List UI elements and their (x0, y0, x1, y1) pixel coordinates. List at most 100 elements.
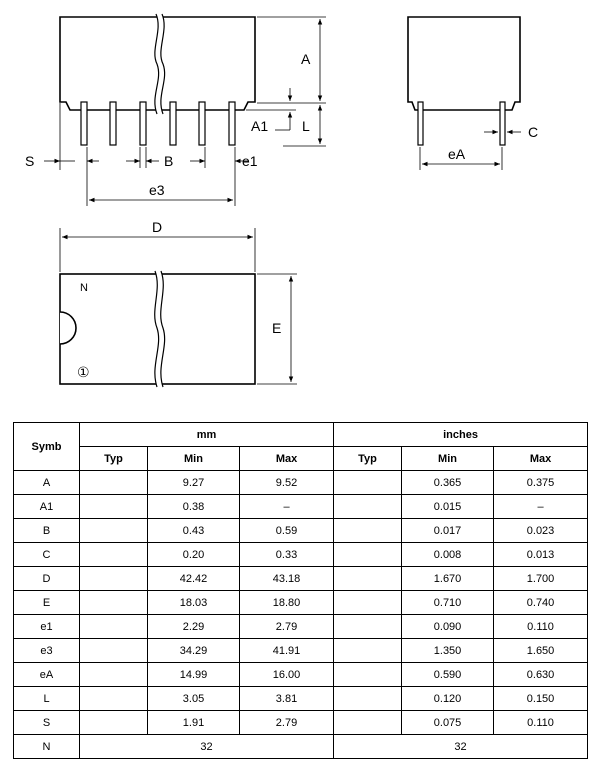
cell-in-max: 0.150 (493, 686, 589, 711)
front-pins (80, 101, 236, 146)
cell-mm-min: 9.27 (147, 470, 240, 495)
cell-in-typ (333, 662, 403, 687)
label-L: L (302, 118, 310, 134)
cell-in-min: 0.120 (401, 686, 495, 711)
side-pin-left (417, 101, 424, 146)
cell-mm-min: 1.91 (147, 710, 240, 735)
cell-symb: L (13, 686, 80, 711)
cell-mm-typ (79, 662, 148, 687)
cell-mm-typ (79, 470, 148, 495)
header-inches: inches (333, 422, 589, 447)
cell-mm-max: 0.59 (238, 518, 335, 543)
dim-eA: eA (419, 146, 503, 170)
cell-symb: B (13, 518, 80, 543)
cell-mm-min: 0.43 (147, 518, 240, 543)
header-in-min: Min (401, 446, 495, 471)
cell-in-typ (333, 638, 403, 663)
cell-mm-max: 16.00 (238, 662, 335, 687)
cell-mm-min: 34.29 (147, 638, 240, 663)
cell-mm-typ (79, 542, 148, 567)
header-mm-min: Min (147, 446, 240, 471)
dimensions-table: Symb mm inches Typ Min Max Typ Min Max A… (13, 422, 589, 759)
cell-mm-max: 2.79 (238, 710, 335, 735)
cell-in-max: – (493, 494, 589, 519)
cell-mm-max: 2.79 (238, 614, 335, 639)
cell-in-typ (333, 590, 403, 615)
cell-symb: e3 (13, 638, 80, 663)
label-A1: A1 (251, 118, 268, 134)
header-in-typ: Typ (333, 446, 403, 471)
table-row-N: N 32 32 (13, 734, 589, 759)
cell-mm-count: 32 (78, 734, 335, 759)
cell-in-max: 1.650 (493, 638, 589, 663)
cell-symb: S (13, 710, 80, 735)
cell-mm-min: 0.20 (147, 542, 240, 567)
pin (198, 101, 206, 146)
pin (228, 101, 236, 146)
orientation-notch (59, 311, 77, 345)
cell-mm-max: 0.33 (238, 542, 335, 567)
pin1-marker: ① (77, 364, 90, 380)
dim-S-B-e1: S B e1 (25, 103, 258, 206)
cell-symb: N (13, 734, 80, 759)
side-pin-right (499, 101, 506, 146)
cell-mm-typ (79, 518, 148, 543)
package-drawing: A L A1 (25, 13, 538, 388)
cell-symb: e1 (13, 614, 80, 639)
header-mm: mm (78, 422, 335, 447)
cell-in-typ (333, 542, 403, 567)
cell-symb: A (13, 470, 80, 495)
cell-mm-max: 3.81 (238, 686, 335, 711)
cell-in-typ (333, 494, 403, 519)
cell-mm-typ (79, 638, 148, 663)
cell-mm-max: 9.52 (238, 470, 335, 495)
label-E: E (272, 320, 281, 336)
pin (80, 101, 88, 146)
header-mm-max: Max (238, 446, 335, 471)
cell-inches-count: 32 (333, 734, 589, 759)
cell-mm-max: 18.80 (238, 590, 335, 615)
cell-in-min: 0.075 (401, 710, 495, 735)
cell-in-min: 0.008 (401, 542, 495, 567)
cell-in-min: 0.365 (401, 470, 495, 495)
label-eA: eA (448, 146, 466, 162)
label-e3: e3 (149, 182, 165, 198)
header-mm-typ: Typ (79, 446, 148, 471)
cell-symb: C (13, 542, 80, 567)
cell-in-typ (333, 710, 403, 735)
cell-mm-min: 18.03 (147, 590, 240, 615)
label-B: B (164, 153, 173, 169)
dim-A: A (257, 16, 326, 104)
header-symb: Symb (13, 422, 80, 471)
cell-in-typ (333, 686, 403, 711)
cell-in-max: 0.110 (493, 710, 589, 735)
label-N: N (80, 282, 88, 294)
cell-mm-min: 14.99 (147, 662, 240, 687)
label-C: C (528, 124, 538, 140)
cell-in-min: 0.090 (401, 614, 495, 639)
dim-e3: e3 (89, 182, 233, 203)
cell-mm-typ (79, 566, 148, 591)
cell-in-min: 0.017 (401, 518, 495, 543)
side-view: C eA (407, 16, 538, 170)
cell-in-min: 1.350 (401, 638, 495, 663)
cell-in-max: 0.375 (493, 470, 589, 495)
cell-in-max: 0.023 (493, 518, 589, 543)
cell-mm-typ (79, 614, 148, 639)
cell-in-min: 0.710 (401, 590, 495, 615)
cell-mm-max: – (238, 494, 335, 519)
cell-mm-max: 41.91 (238, 638, 335, 663)
dim-E: E (257, 273, 297, 385)
cell-symb: E (13, 590, 80, 615)
cell-mm-min: 3.05 (147, 686, 240, 711)
pin (169, 101, 177, 146)
label-e1: e1 (242, 153, 258, 169)
cell-mm-typ (79, 686, 148, 711)
